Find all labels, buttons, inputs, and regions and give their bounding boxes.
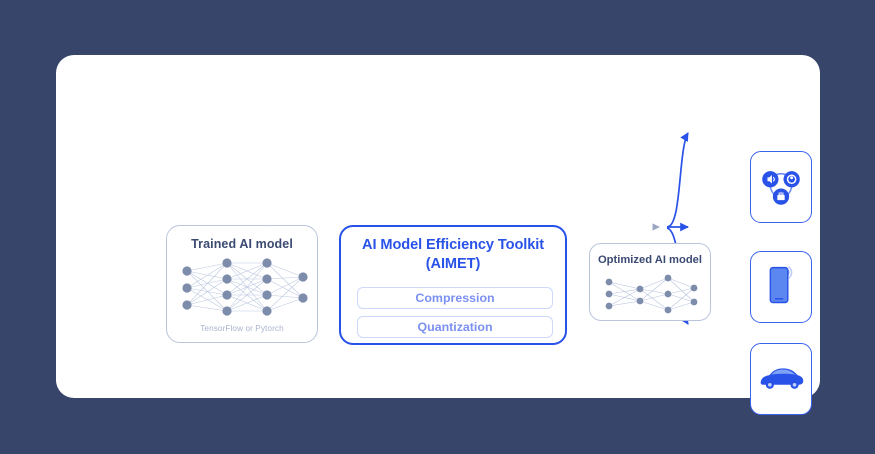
optimized-model-box: Optimized AI model: [589, 243, 711, 321]
diagram-card: Trained AI model: [56, 55, 820, 415]
target-device-car[interactable]: [750, 343, 812, 415]
trained-model-box: Trained AI model: [166, 225, 318, 343]
aimet-title-line-1: AI Model Efficiency Toolkit: [362, 237, 544, 253]
trained-model-title: Trained AI model: [191, 237, 293, 251]
target-device-sensors[interactable]: [750, 151, 812, 223]
trained-model-network-graphic: [182, 258, 308, 316]
target-device-phone[interactable]: [750, 251, 812, 323]
sensors-icon: [762, 171, 800, 205]
aimet-box: AI Model Efficiency Toolkit (AIMET) Comp…: [339, 225, 567, 345]
aimet-title-line-2: (AIMET): [425, 255, 481, 272]
trained-model-subtitle: TensorFlow or Pytorch: [200, 324, 284, 333]
aimet-title: AI Model Efficiency Toolkit (AIMET): [347, 236, 559, 273]
optimized-model-title: Optimized AI model: [597, 254, 702, 266]
aimet-feature-compression[interactable]: Compression: [357, 287, 553, 309]
optimized-model-network-graphic: [605, 274, 698, 314]
car-icon: [760, 368, 804, 389]
smartphone-icon: [769, 266, 793, 304]
aimet-feature-quantization[interactable]: Quantization: [357, 316, 553, 338]
